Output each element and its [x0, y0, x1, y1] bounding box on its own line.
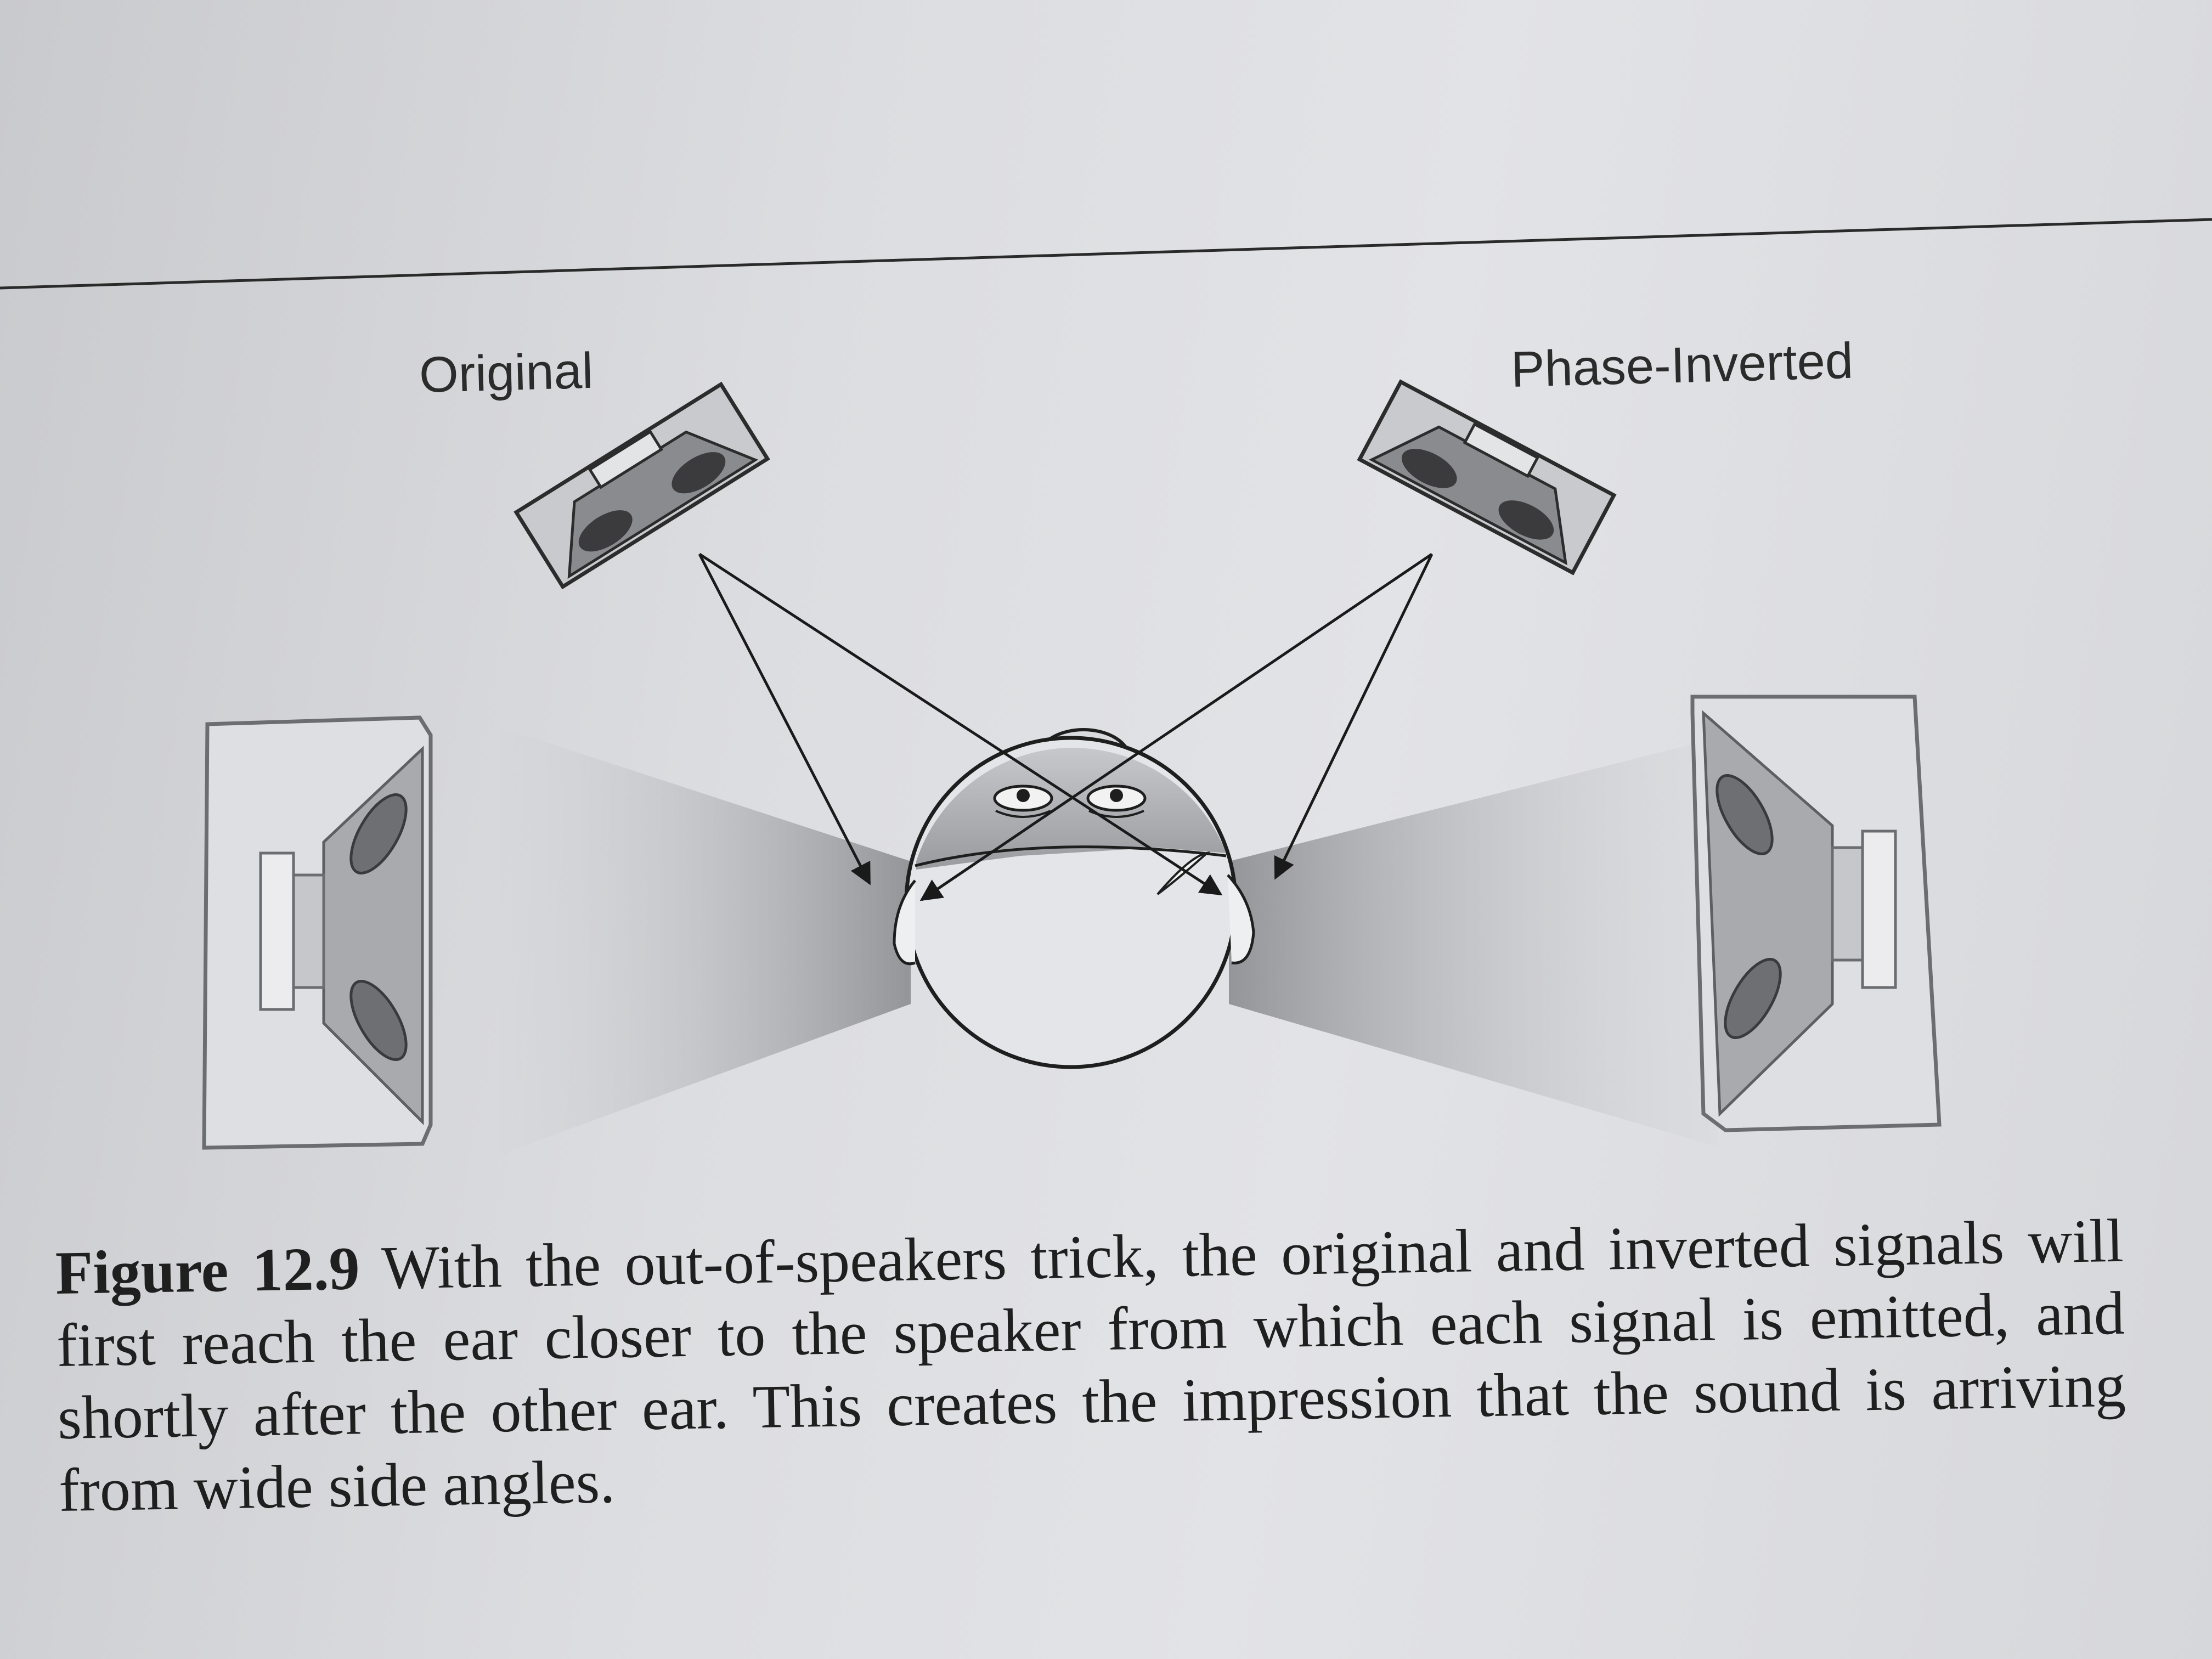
inverted-to-right-ear-arrow: [1274, 553, 1434, 880]
left-eye-icon: [993, 785, 1053, 818]
left-main-speaker: [202, 715, 433, 1150]
original-speaker: [514, 381, 770, 590]
label-original: Original: [419, 343, 594, 403]
original-to-right-ear-arrow: [698, 552, 1223, 896]
top-rule: [0, 218, 2212, 290]
label-phase-inverted: Phase-Inverted: [1510, 333, 1854, 398]
right-main-speaker: [1690, 695, 1942, 1132]
phase-inverted-speaker: [1357, 379, 1617, 575]
right-sound-beam: [1229, 735, 1728, 1147]
right-eye-icon: [1086, 785, 1147, 818]
left-ear: [893, 879, 916, 966]
right-ear: [1227, 874, 1255, 964]
figure-number: Figure 12.9: [55, 1234, 360, 1307]
listener-head: [893, 728, 1255, 1069]
nose: [1156, 851, 1211, 895]
inverted-to-left-ear-arrow: [919, 552, 1433, 901]
original-to-left-ear-arrow: [698, 553, 871, 885]
left-sound-beam: [499, 727, 911, 1155]
caption-text: With the out-of-speakers trick, the orig…: [56, 1206, 2126, 1525]
